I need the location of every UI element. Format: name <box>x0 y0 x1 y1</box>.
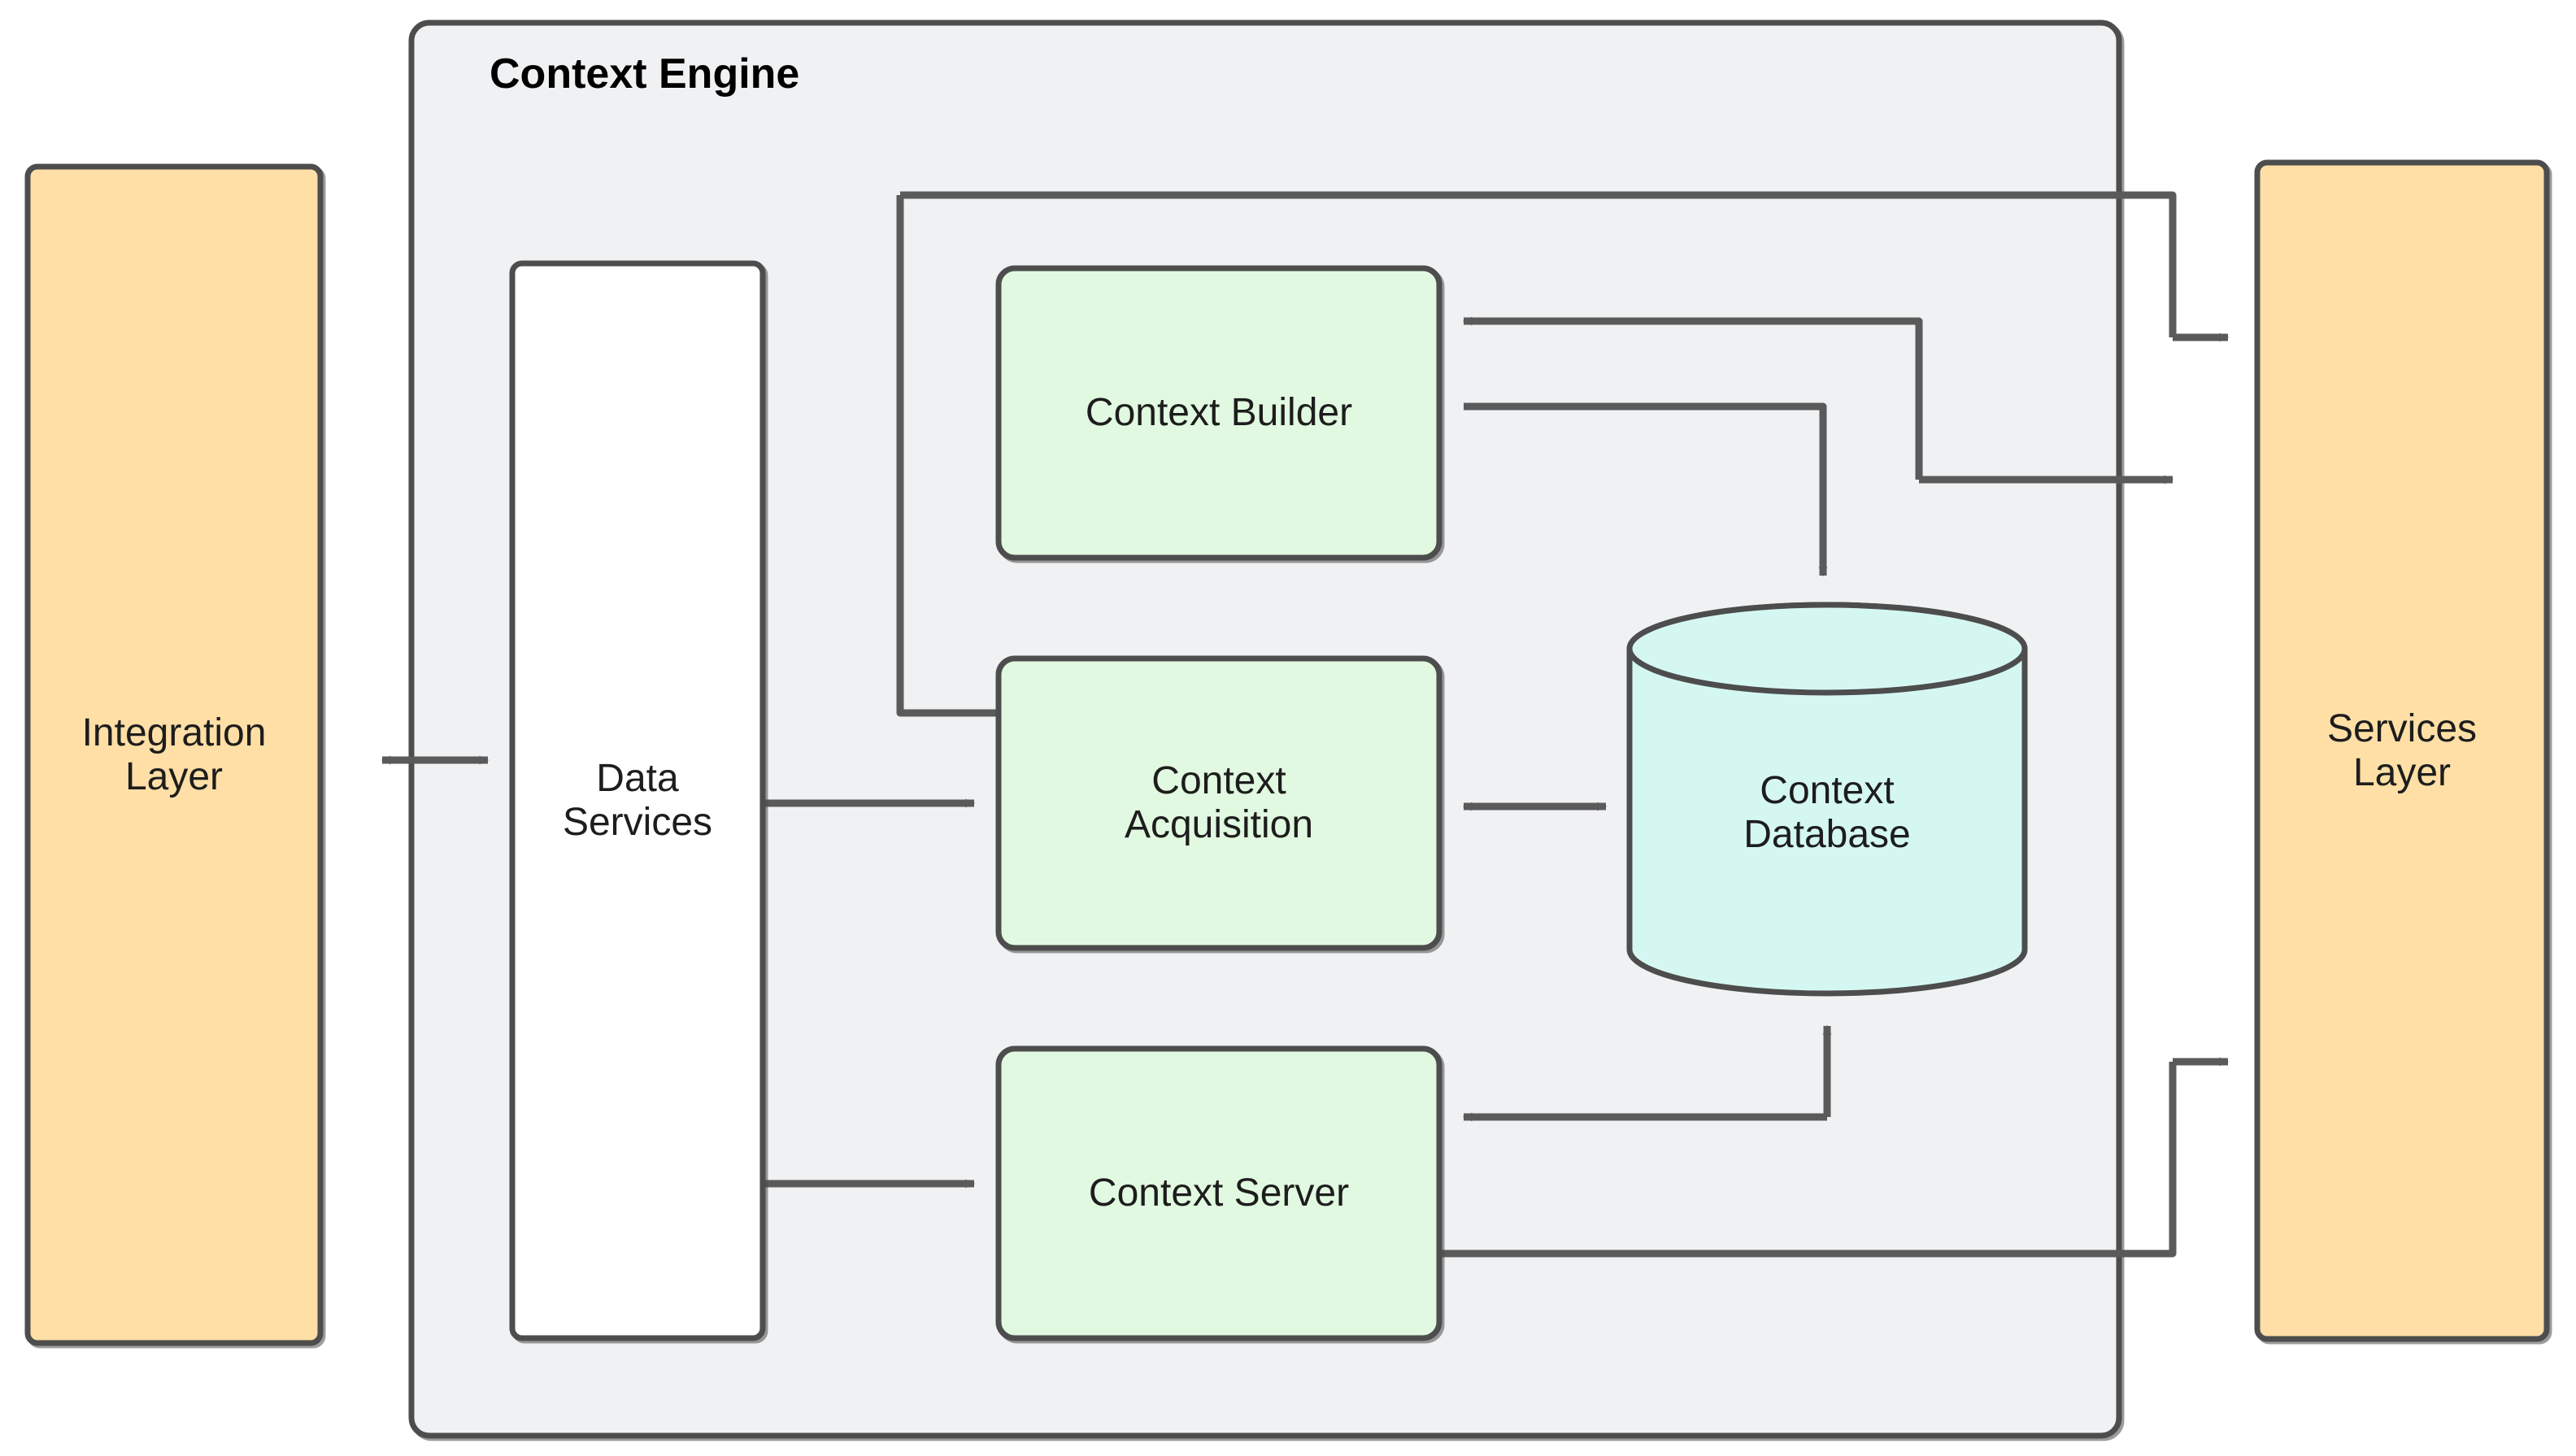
node-context-server[interactable] <box>995 1045 1442 1341</box>
database-top-ellipse <box>1626 602 2028 696</box>
node-data-services[interactable] <box>509 260 766 1341</box>
edge-builder-to-database <box>1464 402 1828 577</box>
edge-server-route-bottom <box>1439 1062 2177 1258</box>
edge-data-services-to-builder-route <box>896 195 999 717</box>
edge-database-to-builder-upper <box>1462 316 1923 480</box>
node-context-database[interactable] <box>1626 602 2028 997</box>
node-context-builder[interactable] <box>995 265 1442 561</box>
node-integration-layer[interactable] <box>24 163 324 1346</box>
edge-layer <box>381 191 2230 1258</box>
node-layer <box>24 159 2550 1346</box>
edge-builder-route-top <box>900 191 2177 337</box>
node-context-acquisition[interactable] <box>995 655 1442 951</box>
node-services-layer[interactable] <box>2254 159 2550 1342</box>
